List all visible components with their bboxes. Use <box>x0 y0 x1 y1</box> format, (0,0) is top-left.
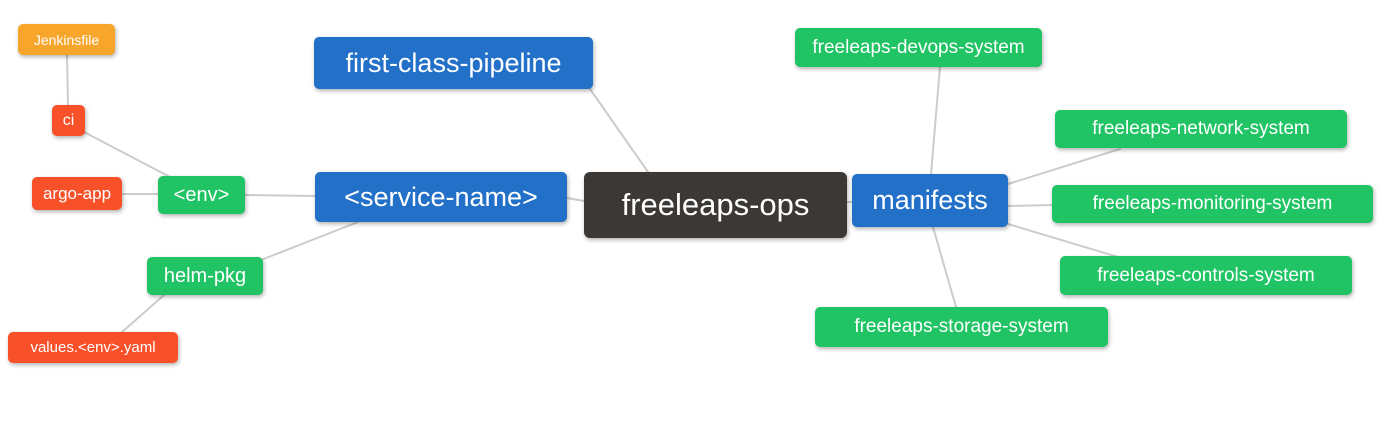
edge-manifests-controls-system <box>1007 223 1119 258</box>
node-jenkinsfile[interactable]: Jenkinsfile <box>18 24 115 55</box>
node-first-class-pipeline[interactable]: first-class-pipeline <box>314 37 593 89</box>
edge-env-service-name <box>244 194 316 197</box>
edge-jenkinsfile-ci <box>66 54 69 106</box>
node-env[interactable]: <env> <box>158 176 245 214</box>
edge-manifests-monitoring-system <box>1007 204 1053 207</box>
node-freeleaps-devops-system[interactable]: freeleaps-devops-system <box>795 28 1042 67</box>
edge-pipeline-ops <box>589 88 649 173</box>
node-freeleaps-monitoring-system[interactable]: freeleaps-monitoring-system <box>1052 185 1373 223</box>
edge-service-name-ops <box>566 197 585 202</box>
edge-helm-pkg-service-name <box>260 221 359 261</box>
node-service-name[interactable]: <service-name> <box>315 172 567 222</box>
edge-values-helm-pkg <box>120 294 165 334</box>
edge-manifests-network-system <box>1007 148 1121 185</box>
edge-manifests-storage-system <box>932 226 957 308</box>
edge-manifests-devops-system <box>930 66 941 175</box>
node-ci[interactable]: ci <box>52 105 85 136</box>
node-freeleaps-network-system[interactable]: freeleaps-network-system <box>1055 110 1347 148</box>
edge-ci-env <box>83 131 171 178</box>
node-manifests[interactable]: manifests <box>852 174 1008 227</box>
node-freeleaps-storage-system[interactable]: freeleaps-storage-system <box>815 307 1108 347</box>
node-freeleaps-ops[interactable]: freeleaps-ops <box>584 172 847 238</box>
node-helm-pkg[interactable]: helm-pkg <box>147 257 263 295</box>
node-freeleaps-controls-system[interactable]: freeleaps-controls-system <box>1060 256 1352 295</box>
node-argo-app[interactable]: argo-app <box>32 177 122 210</box>
node-values-env-yaml[interactable]: values.<env>.yaml <box>8 332 178 363</box>
